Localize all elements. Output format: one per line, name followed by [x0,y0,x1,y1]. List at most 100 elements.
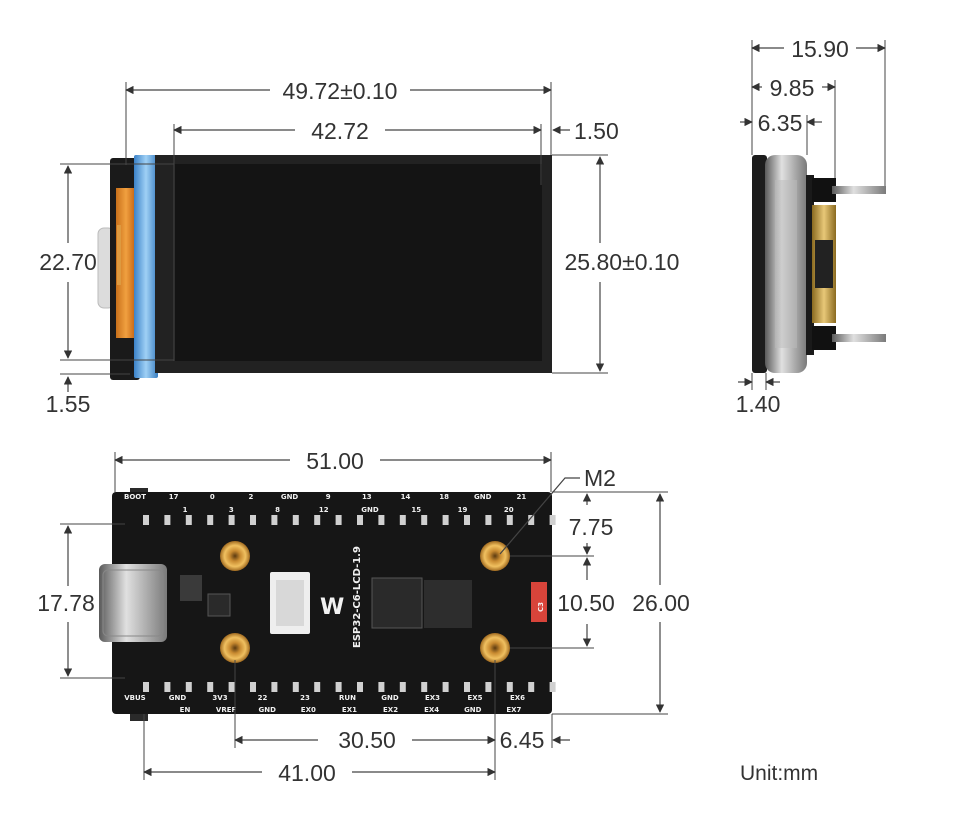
dim-bottom-offset: 1.55 [46,391,91,417]
header-pin [335,515,342,525]
silk-label: VBUS [124,694,145,702]
silk-label: GND [361,506,379,514]
header-pin [207,682,214,692]
dim-front-width: 49.72±0.10 [283,78,398,104]
header-pin [464,682,470,692]
silk-label: EX7 [506,706,521,714]
silk-label: EN [180,706,191,714]
silk-label: EX5 [467,694,482,702]
mount-hole-bottom-right [480,633,510,663]
header-pin [271,515,278,525]
silk-label: 15 [411,506,421,514]
header-pin [164,515,171,525]
dim-side-panel: 6.35 [758,110,803,136]
dim-hole-spacing-h: 30.50 [338,727,396,753]
unit-label: Unit:mm [740,762,818,785]
dim-active-width: 42.72 [311,118,369,144]
front-dimensions: 49.72±0.10 42.72 1.50 22.70 1.55 25.80±0… [39,78,679,417]
silk-label: 1 [183,506,188,514]
header-pin [357,515,363,525]
dim-pin-span: 41.00 [278,760,336,786]
silk-label: EX4 [424,706,439,714]
lcd-active-area [174,164,542,361]
header-pin [421,515,428,525]
board-name: ESP32-C6-LCD-1.9 [352,546,363,648]
mount-hole-top-left [220,541,250,571]
silk-label: 18 [439,493,449,501]
dim-pcb-height: 26.00 [632,590,690,616]
pcb-dimensions: 51.00 M2 7.75 10.50 26.00 17.78 30.50 6.… [37,448,690,786]
header-pin [250,682,256,692]
header-pin [399,515,406,525]
header-pin [143,682,149,692]
silk-label: EX2 [383,706,398,714]
silk-label: EX3 [425,694,440,702]
header-pin [442,682,449,692]
header-pin [314,515,321,525]
c3-label: C3 [537,602,545,612]
dim-active-height: 22.70 [39,249,97,275]
header-pin [549,515,556,525]
side-glass [752,155,767,373]
silk-label: 9 [326,493,331,501]
header-pin [185,682,192,692]
side-view [752,155,886,373]
header-pin [143,515,149,525]
side-pcb [806,175,814,355]
header-pin [292,515,299,525]
dim-pcb-width: 51.00 [306,448,364,474]
side-dimensions: 15.90 9.85 6.35 1.40 [736,36,886,417]
silk-label: EX1 [342,706,357,714]
side-pin-bottom [832,334,886,342]
silk-label: GND [169,694,187,702]
header-pin [485,682,492,692]
silk-label: 8 [275,506,280,514]
header-pin [250,515,256,525]
header-pin [485,515,492,525]
silk-label: 2 [248,493,253,501]
header-pin [314,682,321,692]
header-pin [506,682,513,692]
silk-label: 21 [516,493,526,501]
silk-label: GND [281,493,299,501]
header-pin [185,515,192,525]
brand-logo: W [320,595,344,620]
pcb-board [112,492,552,714]
silk-label: EX0 [301,706,316,714]
silk-label: 22 [258,694,268,702]
silk-label: 0 [210,493,215,501]
silk-label: RUN [339,694,356,702]
silk-label: 3V3 [212,694,227,702]
dim-total-height: 25.80±0.10 [565,249,680,275]
silk-label: 14 [401,493,411,501]
silk-label: VREF [216,706,237,714]
silk-label: GND [381,694,399,702]
silk-label: 19 [458,506,468,514]
header-pin [528,682,535,692]
hole-label: M2 [584,465,616,491]
header-pin [207,515,214,525]
chip-main [371,577,423,629]
silk-label: 23 [300,694,310,702]
dim-side-glass: 1.40 [736,391,781,417]
silk-label: 17 [169,493,179,501]
header-pin [228,682,235,692]
silk-label: 20 [504,506,514,514]
silk-label: 13 [362,493,372,501]
dim-right-offset: 1.50 [574,118,619,144]
silk-label: 12 [319,506,329,514]
silk-label: EX6 [510,694,525,702]
header-pin [421,682,428,692]
dim-side-mid: 9.85 [770,75,815,101]
silk-label: 3 [229,506,234,514]
dim-hole-right: 6.45 [500,727,545,753]
header-pin [357,682,363,692]
mount-hole-top-right [480,541,510,571]
silk-label: GND [474,493,492,501]
header-pin [378,515,385,525]
header-pin [549,682,556,692]
dim-side-total: 15.90 [791,36,849,62]
chip-esp [424,580,472,628]
